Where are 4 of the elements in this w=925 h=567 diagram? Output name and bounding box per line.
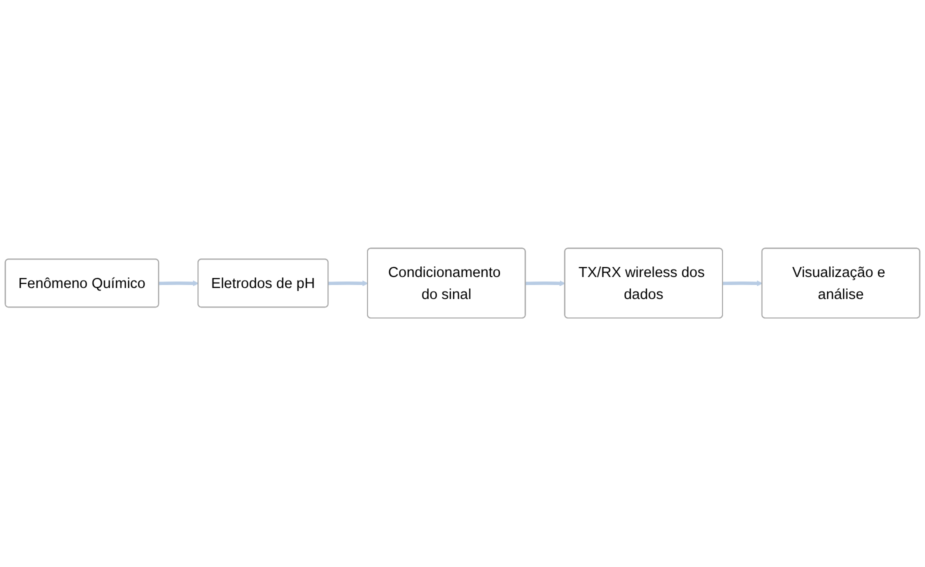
arrow (328, 280, 368, 287)
arrow (526, 280, 566, 287)
arrow (722, 280, 763, 287)
arrow (158, 280, 199, 287)
